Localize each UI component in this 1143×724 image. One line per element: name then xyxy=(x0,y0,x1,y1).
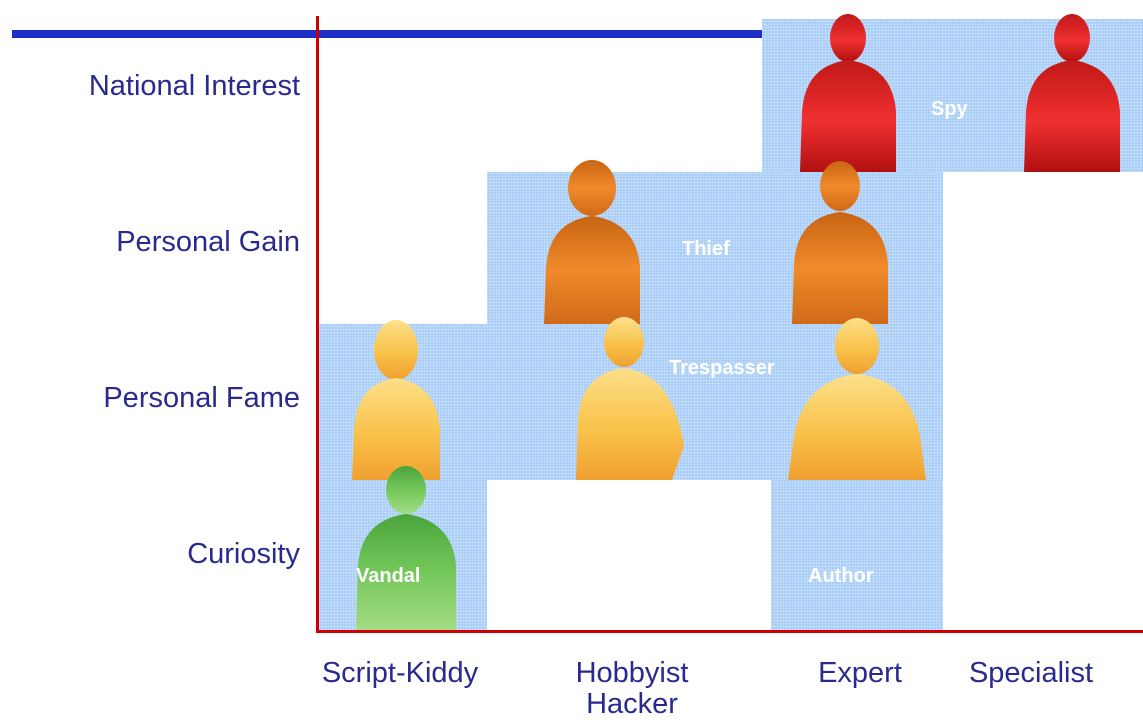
role-label-spy: Spy xyxy=(931,98,968,120)
author-cell xyxy=(771,480,943,630)
x-axis-line xyxy=(316,630,1143,633)
spy-person-icon xyxy=(800,14,896,172)
role-label-author: Author xyxy=(808,565,874,587)
x-label-script-kiddy: Script-Kiddy xyxy=(321,657,479,689)
thief-person-icon xyxy=(792,161,888,324)
trespasser-person-icon xyxy=(576,317,684,480)
role-label-trespasser: Trespasser xyxy=(669,357,775,379)
top-bar xyxy=(12,30,764,38)
y-label-personal-fame: Personal Fame xyxy=(103,382,300,414)
spy-person-icon xyxy=(1024,14,1120,172)
trespasser-person-icon xyxy=(352,320,440,480)
y-label-curiosity: Curiosity xyxy=(187,538,300,570)
x-label-specialist: Specialist xyxy=(968,657,1094,689)
thief-person-icon xyxy=(544,160,640,324)
x-label-hobbyist-hacker: Hobbyist Hacker xyxy=(575,657,689,720)
y-label-personal-gain: Personal Gain xyxy=(116,226,300,258)
x-label-expert: Expert xyxy=(818,657,902,689)
y-axis-line xyxy=(316,16,319,633)
role-label-vandal: Vandal xyxy=(356,565,421,587)
role-label-thief: Thief xyxy=(682,238,730,260)
trespasser-person-icon xyxy=(788,318,926,480)
vandal-person-icon xyxy=(356,466,456,630)
y-label-national-interest: National Interest xyxy=(88,70,300,102)
